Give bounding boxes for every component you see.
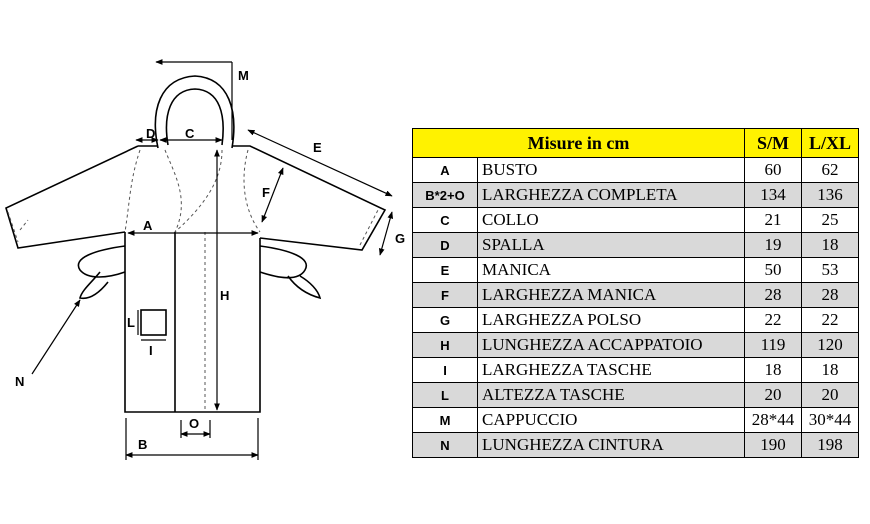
row-name: LARGHEZZA TASCHE (477, 357, 745, 383)
row-sm: 19 (744, 232, 802, 258)
label-o: O (189, 416, 199, 431)
row-code: N (412, 432, 478, 458)
left-sleeve (5, 145, 158, 249)
row-sm: 22 (744, 307, 802, 333)
label-g: G (395, 231, 405, 246)
row-code: I (412, 357, 478, 383)
row-sm: 20 (744, 382, 802, 408)
pocket (140, 309, 167, 336)
row-name: MANICA (477, 257, 745, 283)
label-d: D (146, 126, 155, 141)
right-belt (259, 245, 322, 300)
row-lxl: 30*44 (801, 407, 859, 433)
row-sm: 119 (744, 332, 802, 358)
row-sm: 190 (744, 432, 802, 458)
label-l: L (127, 315, 135, 330)
row-lxl: 22 (801, 307, 859, 333)
row-lxl: 53 (801, 257, 859, 283)
row-lxl: 28 (801, 282, 859, 308)
label-c: C (185, 126, 195, 141)
hood-outline (154, 75, 235, 149)
row-lxl: 120 (801, 332, 859, 358)
row-lxl: 18 (801, 232, 859, 258)
label-n: N (15, 374, 24, 389)
row-name: CAPPUCCIO (477, 407, 745, 433)
row-lxl: 25 (801, 207, 859, 233)
row-sm: 21 (744, 207, 802, 233)
row-name: LARGHEZZA POLSO (477, 307, 745, 333)
bathrobe-diagram: M D C E F G A H L I N O B (5, 59, 405, 460)
label-b: B (138, 437, 147, 452)
label-a: A (143, 218, 153, 233)
left-belt (77, 245, 126, 300)
row-name: ALTEZZA TASCHE (477, 382, 745, 408)
row-code: A (412, 157, 478, 183)
row-sm: 60 (744, 157, 802, 183)
row-name: LUNGHEZZA ACCAPPATOIO (477, 332, 745, 358)
row-name: BUSTO (477, 157, 745, 183)
row-code: L (412, 382, 478, 408)
row-name: LUNGHEZZA CINTURA (477, 432, 745, 458)
row-sm: 50 (744, 257, 802, 283)
label-f: F (262, 185, 270, 200)
header-lxl: L/XL (801, 128, 859, 158)
header-title: Misure in cm (412, 128, 745, 158)
row-code: B*2+O (412, 182, 478, 208)
row-name: SPALLA (477, 232, 745, 258)
row-sm: 134 (744, 182, 802, 208)
row-lxl: 136 (801, 182, 859, 208)
row-code: F (412, 282, 478, 308)
row-code: M (412, 407, 478, 433)
header-sm: S/M (744, 128, 802, 158)
row-sm: 18 (744, 357, 802, 383)
row-lxl: 20 (801, 382, 859, 408)
row-code: G (412, 307, 478, 333)
row-code: E (412, 257, 478, 283)
row-name: LARGHEZZA COMPLETA (477, 182, 745, 208)
row-sm: 28 (744, 282, 802, 308)
hood-inner (165, 88, 224, 146)
row-lxl: 198 (801, 432, 859, 458)
row-lxl: 62 (801, 157, 859, 183)
row-name: LARGHEZZA MANICA (477, 282, 745, 308)
row-code: D (412, 232, 478, 258)
row-sm: 28*44 (744, 407, 802, 433)
label-m: M (238, 68, 249, 83)
label-i: I (149, 343, 153, 358)
row-code: C (412, 207, 478, 233)
row-name: COLLO (477, 207, 745, 233)
label-h: H (220, 288, 229, 303)
row-code: H (412, 332, 478, 358)
row-lxl: 18 (801, 357, 859, 383)
label-e: E (313, 140, 322, 155)
right-sleeve (232, 145, 387, 251)
table-header-row: Misure in cm S/M L/XL (412, 128, 859, 158)
robe-body (124, 232, 261, 413)
